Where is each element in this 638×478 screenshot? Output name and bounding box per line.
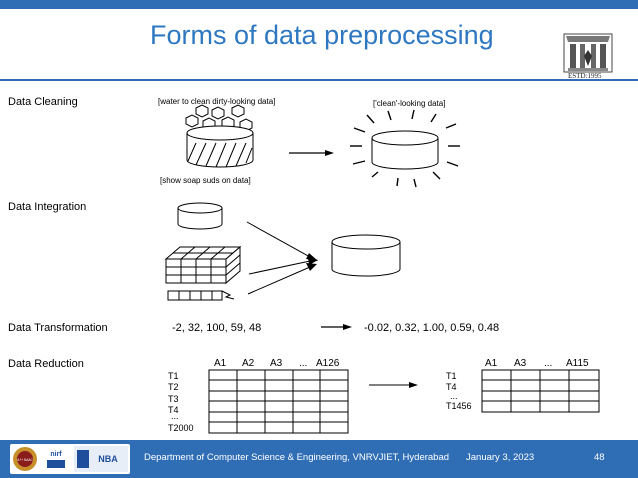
- title-rule: [0, 79, 638, 81]
- reduction-left-table: [208, 369, 349, 434]
- transformation-output: -0.02, 0.32, 1.00, 0.59, 0.48: [364, 322, 499, 334]
- nirf-badge-label: nirf: [50, 451, 62, 458]
- source-table: [167, 290, 235, 301]
- column-header: A126: [316, 358, 340, 369]
- section-label-transformation: Data Transformation: [8, 322, 108, 334]
- row-label: T1456: [446, 401, 472, 411]
- preprocessing-diagram: Data Cleaning Data Integration Data Tran…: [8, 96, 600, 434]
- row-label: T1: [446, 371, 457, 381]
- clean-data-cylinder: [371, 130, 439, 170]
- row-label: T1: [168, 371, 179, 381]
- footer-department: Department of Computer Science & Enginee…: [144, 452, 450, 463]
- integrated-cylinder: [331, 234, 401, 277]
- established-year: ESTD:1995: [568, 72, 602, 80]
- column-header: A115: [566, 358, 589, 369]
- nirf-badge: nirf: [41, 446, 71, 472]
- column-header: A1: [485, 358, 498, 369]
- column-header: ...: [544, 358, 552, 369]
- reduction-right-headers: A1 A3 ... A115: [485, 358, 589, 369]
- naac-badge-label: A++ NAAC: [17, 458, 33, 462]
- nba-badge-label: NBA: [98, 454, 118, 464]
- column-header: A2: [242, 358, 255, 369]
- row-label: T2000: [168, 423, 194, 433]
- top-accent-bar: [0, 0, 638, 9]
- source-cube: [164, 245, 242, 285]
- section-label-integration: Data Integration: [8, 201, 86, 213]
- reduction-left-rows: T1 T2 T3 T4 ... T2000: [168, 371, 194, 433]
- row-label: T4: [446, 382, 457, 392]
- column-header: A3: [514, 358, 527, 369]
- cleaning-caption-right: ['clean'-looking data]: [373, 99, 445, 108]
- footer-date: January 3, 2023: [466, 452, 535, 463]
- transformation-input: -2, 32, 100, 59, 48: [172, 322, 261, 334]
- column-header: A1: [214, 358, 227, 369]
- row-label: ...: [450, 391, 458, 401]
- column-header: A3: [270, 358, 283, 369]
- reduction-right-rows: T1 T4 ... T1456: [446, 371, 472, 411]
- dirty-data-cylinder: [186, 125, 254, 168]
- column-header: ...: [299, 358, 307, 369]
- college-logo: [563, 33, 613, 73]
- reduction-right-table: [481, 369, 600, 413]
- transformation-arrow: [321, 324, 352, 330]
- section-label-reduction: Data Reduction: [8, 358, 84, 370]
- sparkle-rays: [350, 109, 460, 188]
- source-cylinder: [177, 202, 223, 230]
- cleaning-arrow: [289, 150, 334, 156]
- row-label: T3: [168, 394, 179, 404]
- nba-badge: NBA: [74, 446, 128, 472]
- naac-badge: A++ NAAC: [13, 447, 37, 471]
- row-label: T4: [168, 405, 179, 415]
- page-number: 48: [594, 452, 605, 463]
- integration-arrows: [246, 221, 318, 295]
- cleaning-caption-top: [water to clean dirty-looking data]: [158, 97, 275, 106]
- section-label-cleaning: Data Cleaning: [8, 96, 78, 108]
- row-label: T2: [168, 382, 179, 392]
- reduction-left-headers: A1 A2 A3 ... A126: [214, 358, 340, 369]
- accreditation-badges: A++ NAAC nirf NBA: [10, 444, 130, 474]
- slide-title: Forms of data preprocessing: [150, 20, 494, 50]
- cleaning-caption-bottom: [show soap suds on data]: [160, 176, 251, 185]
- reduction-arrow: [369, 382, 418, 388]
- row-label: ...: [171, 411, 179, 421]
